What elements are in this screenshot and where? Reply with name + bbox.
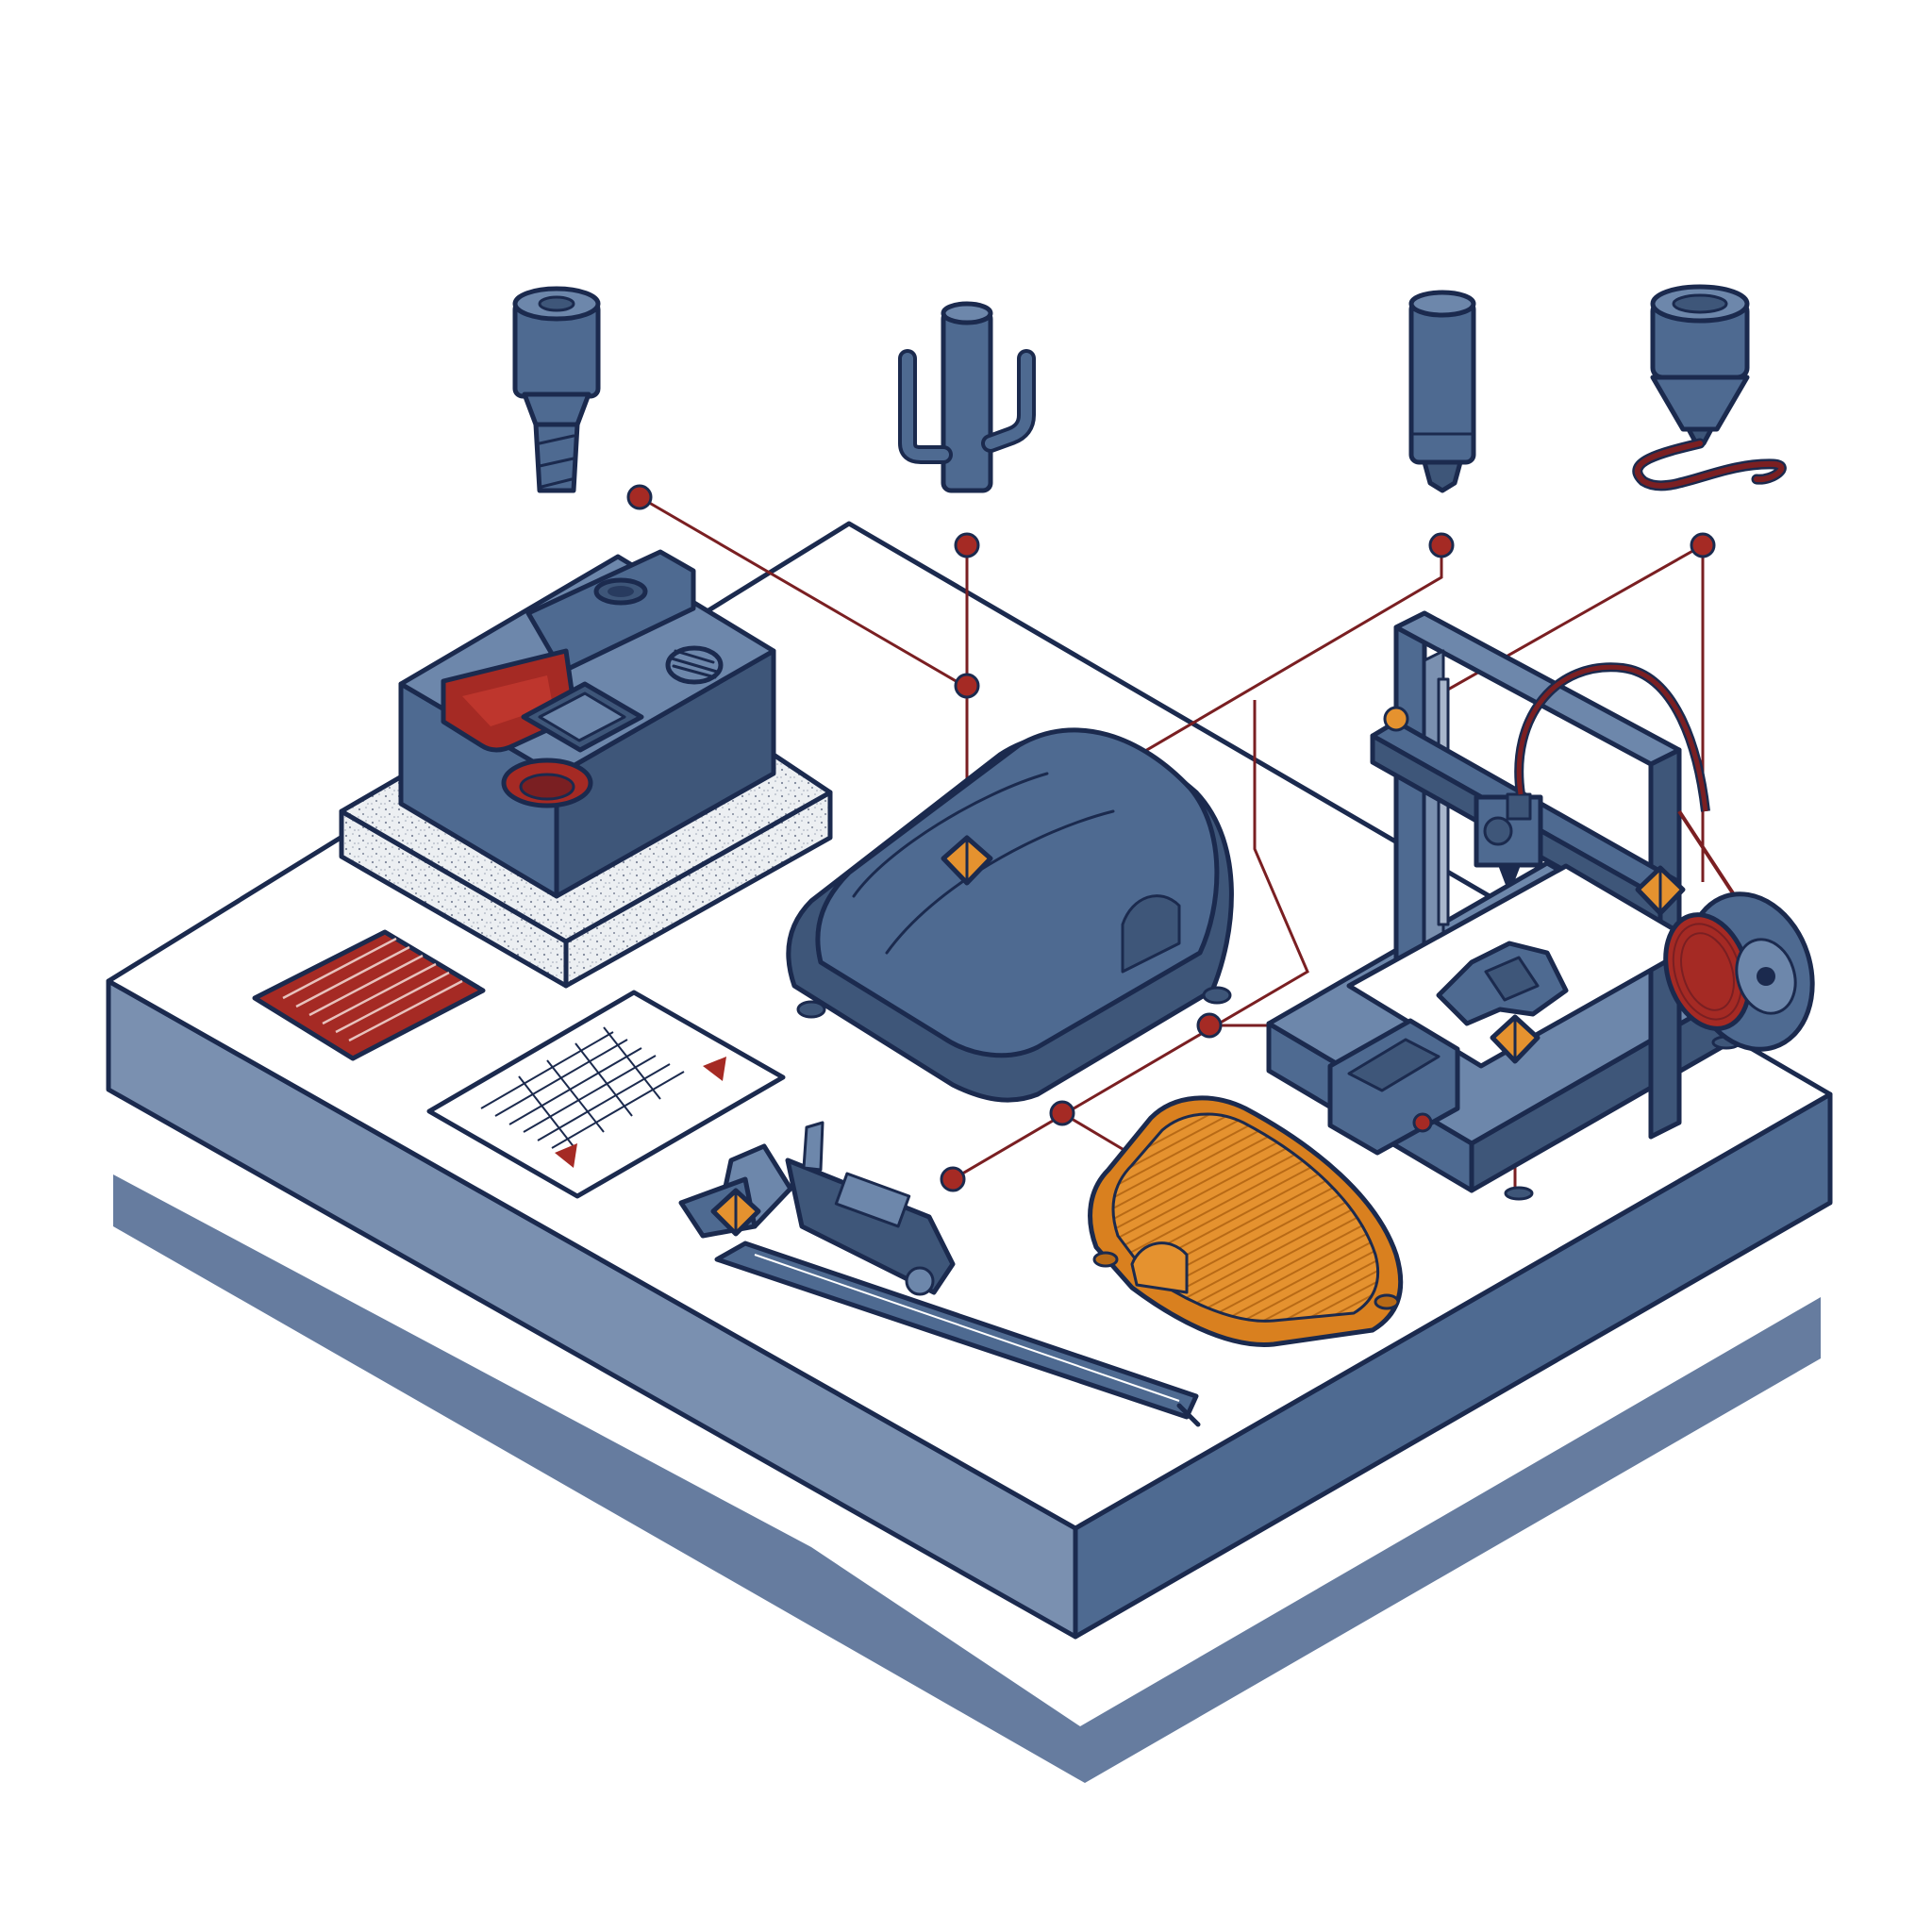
inspection-markers <box>710 835 1686 1237</box>
pyramid-marker-icon <box>1490 1014 1541 1064</box>
pyramid-marker-icon <box>941 835 993 886</box>
connector-dot <box>1196 1012 1223 1039</box>
3d-printer-icon <box>1266 610 1815 1201</box>
connector-dot <box>954 532 980 558</box>
connector-dots <box>626 484 1716 1192</box>
probe-icon <box>898 301 1036 493</box>
leader-line <box>952 700 1309 1181</box>
connector-dot <box>1383 706 1409 732</box>
pyramid-marker-icon <box>710 1188 761 1237</box>
caliper-icon <box>678 1121 1201 1427</box>
connector-dot <box>626 484 653 510</box>
machined-block-icon <box>339 549 833 989</box>
end-mill-icon <box>512 286 601 493</box>
connector-dot <box>1428 532 1455 558</box>
connector-dot <box>1049 1100 1075 1126</box>
document-icon <box>426 990 786 1199</box>
nozzle-filament-icon <box>1632 284 1787 491</box>
swatch-icon <box>252 929 486 1061</box>
connector-dot <box>954 673 980 699</box>
leader-line <box>639 495 965 688</box>
engraving-bit-icon <box>1408 290 1476 493</box>
enclosure-housing-icon <box>786 727 1234 1103</box>
printed-housing-icon <box>1088 1095 1404 1347</box>
connector-dot <box>940 1166 966 1192</box>
platform-shadow <box>113 1174 1821 1783</box>
pyramid-marker-icon <box>1635 865 1686 916</box>
connector-dot <box>1690 532 1716 558</box>
